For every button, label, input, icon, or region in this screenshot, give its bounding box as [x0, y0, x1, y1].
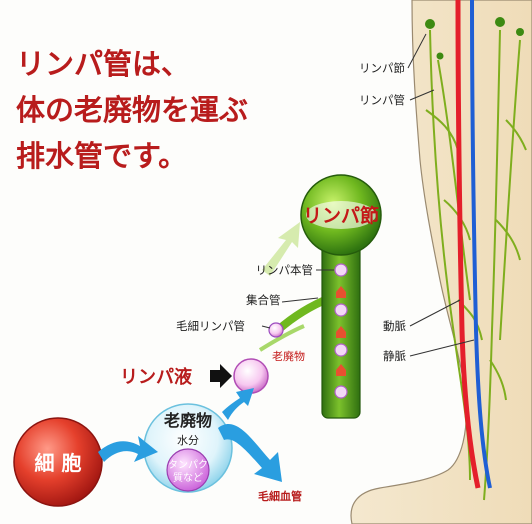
leg-node: [516, 28, 524, 36]
flow-arrow-faint: [262, 222, 300, 276]
vein-label: 静脈: [383, 349, 406, 363]
capillary-label: 毛細リンパ管: [176, 319, 245, 333]
capillary-end: [268, 322, 284, 338]
leg-vessel-label: リンパ管: [359, 93, 405, 107]
collecting-duct-label: 集合管: [246, 293, 281, 307]
cell-to-bubble-arrow: [98, 436, 158, 462]
leg-lymph-nodes: [425, 17, 524, 60]
bubble-title-label: 老廃物: [163, 411, 212, 430]
capillary-branch: [258, 324, 305, 352]
leg-node-label: リンパ節: [359, 61, 405, 75]
lymph-fluid-arrow: [210, 364, 232, 388]
waste-label: 老廃物: [272, 349, 305, 363]
trunk-label: リンパ本管: [256, 263, 314, 277]
bubble-water-label: 水分: [177, 434, 199, 447]
leg-node: [495, 17, 505, 27]
blood-return-arrow: [218, 424, 282, 482]
lymph-node-label: リンパ節: [303, 204, 379, 227]
artery-line: [455, 0, 481, 489]
blood-capillary-label: 毛細血管: [258, 489, 302, 503]
bubble-to-lymph-arrow: [222, 388, 254, 420]
leg-node: [425, 19, 435, 29]
lymph-system-diagram: リンパ節: [13, 174, 382, 507]
title-line-1: リンパ管は、: [16, 47, 190, 81]
cell: [13, 417, 103, 507]
title-line-3: 排水管です。: [16, 139, 187, 173]
cell-label: 細 胞: [35, 451, 82, 475]
leg-node: [436, 52, 444, 60]
protein-line-1: タンパク: [168, 459, 208, 471]
title-line-2: 体の老廃物を運ぶ: [16, 93, 248, 127]
protein-bubble: [166, 448, 210, 492]
title-block: リンパ管は、 体の老廃物を運ぶ 排水管です。: [16, 47, 248, 173]
trunk-particles: [334, 263, 348, 399]
leg-illustration: [350, 0, 532, 524]
protein-line-2: 質など: [173, 471, 203, 484]
lymph-fluid-bubble: [233, 358, 269, 394]
lymph-fluid-label: リンパ液: [120, 366, 193, 388]
vein-line: [470, 0, 492, 489]
artery-label: 動脈: [383, 319, 406, 333]
